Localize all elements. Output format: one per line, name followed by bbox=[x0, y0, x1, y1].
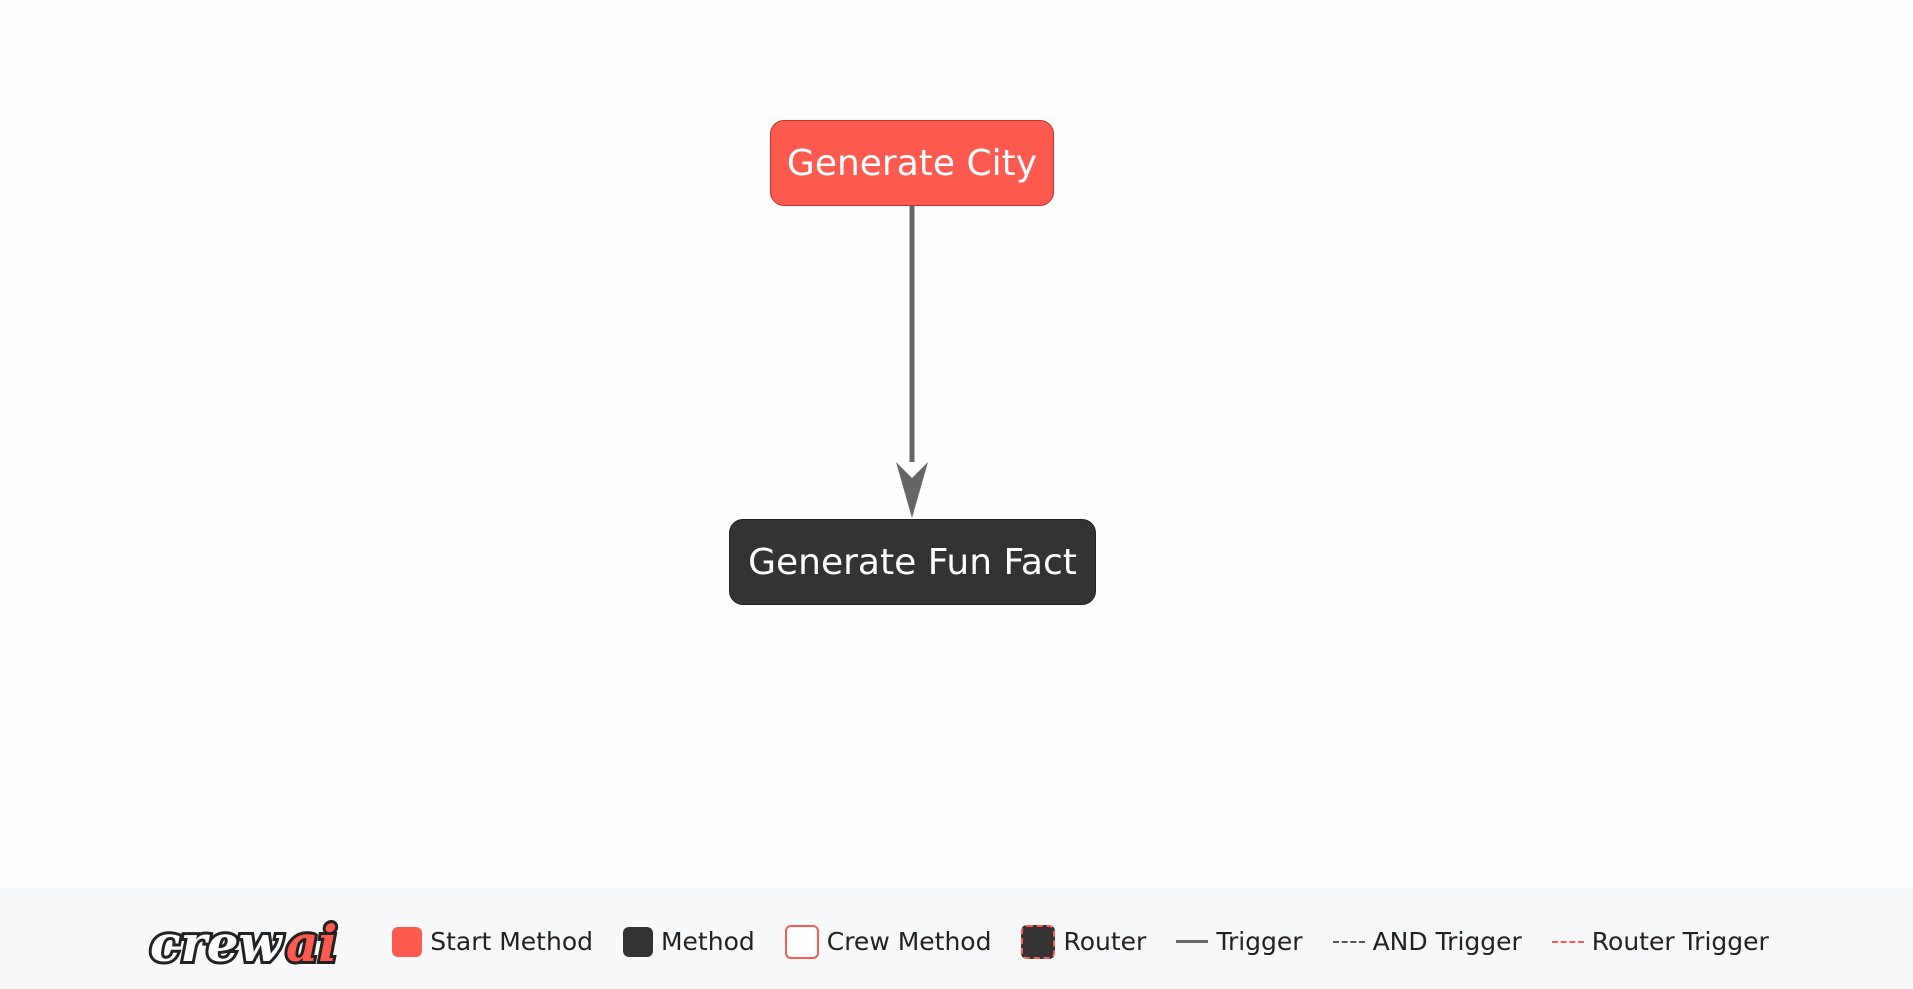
and-trigger-line-icon bbox=[1332, 940, 1365, 943]
crewai-logo: crew ai bbox=[147, 911, 340, 976]
legend-method-label: Method bbox=[660, 927, 755, 956]
router-swatch-icon bbox=[1021, 924, 1056, 959]
legend-router: Router bbox=[1021, 924, 1147, 959]
arrowhead-icon bbox=[896, 462, 928, 518]
legend-crew-method-label: Crew Method bbox=[826, 927, 992, 956]
legend-and-trigger: AND Trigger bbox=[1332, 927, 1522, 956]
svg-text:ai: ai bbox=[286, 914, 337, 973]
crew-method-swatch-icon bbox=[784, 924, 819, 959]
legend-router-trigger: Router Trigger bbox=[1551, 927, 1769, 956]
legend-start-method: Start Method bbox=[392, 926, 593, 957]
svg-text:crew: crew bbox=[150, 914, 284, 973]
legend-trigger: Trigger bbox=[1176, 927, 1303, 956]
legend-bar: crew ai Start Method Method Crew Method … bbox=[0, 888, 1913, 989]
method-swatch-icon bbox=[622, 926, 653, 957]
legend-router-label: Router bbox=[1063, 927, 1147, 956]
router-trigger-line-icon bbox=[1551, 940, 1584, 943]
flow-canvas[interactable]: Generate City Generate Fun Fact bbox=[0, 0, 1913, 888]
node-generate-fun-fact[interactable]: Generate Fun Fact bbox=[729, 519, 1096, 605]
legend-and-trigger-label: AND Trigger bbox=[1372, 927, 1522, 956]
start-method-swatch-icon bbox=[392, 926, 423, 957]
legend-trigger-label: Trigger bbox=[1216, 927, 1303, 956]
legend-method: Method bbox=[622, 926, 755, 957]
legend-start-method-label: Start Method bbox=[430, 927, 593, 956]
legend: crew ai Start Method Method Crew Method … bbox=[144, 907, 1769, 977]
legend-router-trigger-label: Router Trigger bbox=[1591, 927, 1769, 956]
node-generate-city[interactable]: Generate City bbox=[770, 120, 1054, 206]
legend-crew-method: Crew Method bbox=[784, 924, 992, 959]
trigger-line-icon bbox=[1176, 940, 1209, 943]
